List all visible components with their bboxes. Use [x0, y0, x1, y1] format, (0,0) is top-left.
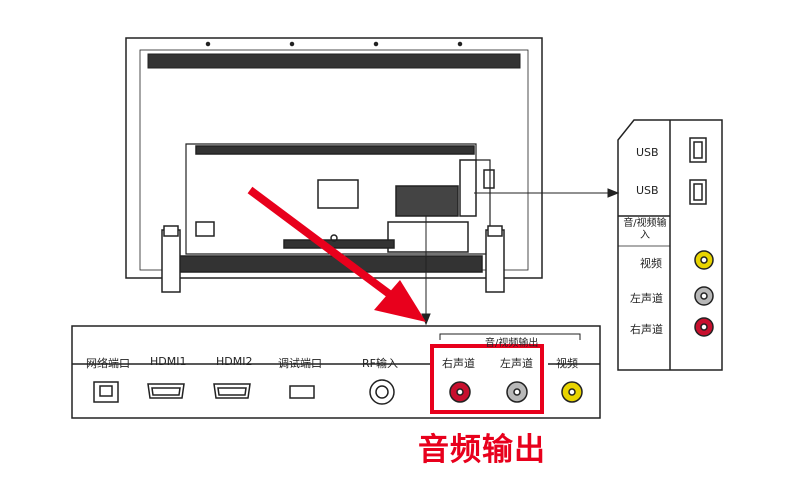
hdmi2-label: HDMI2: [216, 355, 253, 368]
tv-back: [125, 37, 543, 293]
bottom-right-channel-label: 右声道: [442, 357, 475, 370]
bottom-left-channel-label: 左声道: [500, 357, 533, 370]
side-right-channel-label: 右声道: [630, 323, 663, 336]
leader-lines: [421, 188, 620, 326]
side-video-label: 视频: [640, 257, 662, 270]
av-input-label: 音/视频输入: [623, 218, 667, 241]
hdmi1-label: HDMI1: [150, 355, 187, 368]
highlight-box: [430, 344, 544, 414]
red-arrow-icon: [247, 186, 426, 322]
bottom-video-label: 视频: [556, 357, 578, 370]
side-panel: [617, 119, 723, 371]
network-port-label: 网络端口: [86, 357, 130, 370]
usb-label-1: USB: [636, 146, 659, 159]
debug-port-label: 调试端口: [278, 357, 322, 370]
side-left-channel-label: 左声道: [630, 292, 663, 305]
usb-label-2: USB: [636, 184, 659, 197]
av-output-group-label: 音/视频输出: [485, 338, 539, 349]
rf-input-label: RF输入: [362, 357, 398, 370]
audio-output-caption: 音频输出: [418, 432, 546, 468]
bottom-panel: [71, 325, 601, 419]
